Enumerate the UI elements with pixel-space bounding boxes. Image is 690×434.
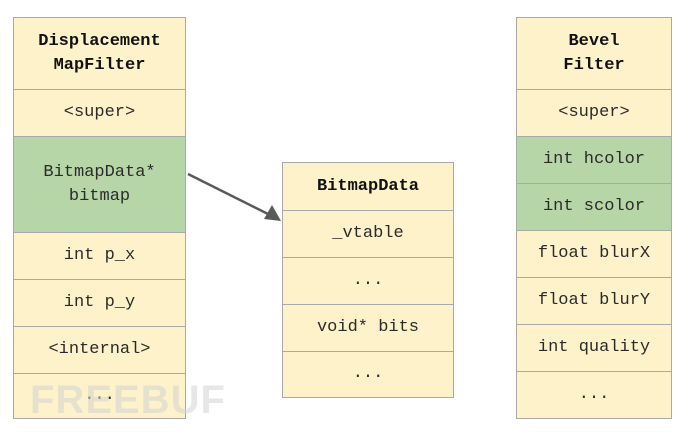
field-ellipsis: ... <box>283 351 453 396</box>
field-scolor: int scolor <box>517 183 671 230</box>
field-bits: void* bits <box>283 304 453 351</box>
struct-header: Bevel Filter <box>563 31 625 75</box>
bitmapdata-struct: BitmapData _vtable ... void* bits ... <box>282 162 454 398</box>
field-blury: float blurY <box>517 277 671 324</box>
field-hcolor: int hcolor <box>517 136 671 183</box>
struct-header: BitmapData <box>316 176 420 196</box>
field-quality: int quality <box>517 324 671 371</box>
arrow-shaft <box>187 172 269 216</box>
field-ellipsis: ... <box>14 373 185 417</box>
displacement-map-filter-struct: Displacement MapFilter <super> BitmapDat… <box>13 17 186 419</box>
bevel-filter-struct: Bevel Filter <super> int hcolor int scol… <box>516 17 672 419</box>
arrow-head <box>264 205 281 221</box>
field-ellipsis: ... <box>517 371 671 417</box>
field-bitmap: BitmapData* bitmap <box>14 136 185 232</box>
field-super: <super> <box>517 89 671 136</box>
field-p-x: int p_x <box>14 232 185 279</box>
field-blurx: float blurX <box>517 230 671 277</box>
struct-header: Displacement MapFilter <box>38 31 161 75</box>
field-p-y: int p_y <box>14 279 185 326</box>
field-vtable: _vtable <box>283 210 453 257</box>
field-internal: <internal> <box>14 326 185 373</box>
freebuf-watermark: FREEBUF <box>30 378 226 422</box>
field-super: <super> <box>14 89 185 136</box>
field-ellipsis: ... <box>283 257 453 304</box>
